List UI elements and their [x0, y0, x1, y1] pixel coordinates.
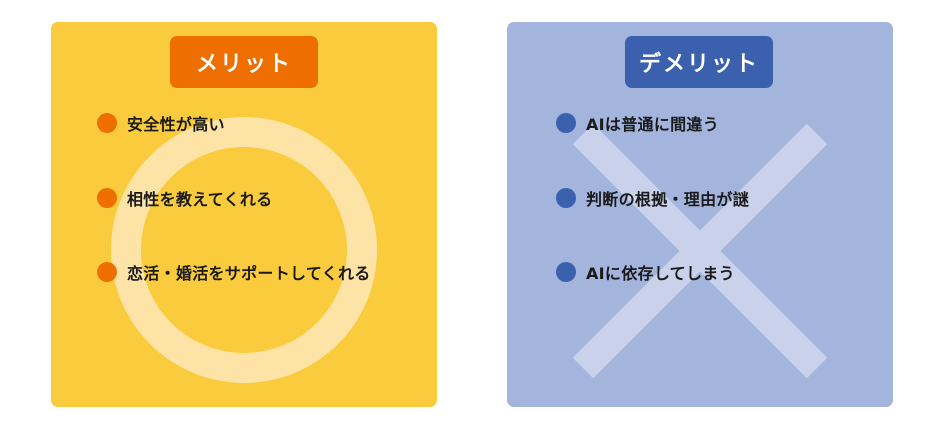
demerit-item-label: 判断の根拠・理由が謎: [586, 190, 750, 209]
bullet-dot-icon: [97, 113, 117, 133]
merit-list-item: 恋活・婚活をサポートしてくれる: [97, 260, 371, 284]
bullet-dot-icon: [556, 188, 576, 208]
merit-item-label: 恋活・婚活をサポートしてくれる: [127, 264, 371, 283]
merit-list-item: 安全性が高い: [97, 111, 225, 135]
merit-title-badge: メリット: [170, 36, 318, 88]
bullet-dot-icon: [97, 188, 117, 208]
circle-symbol-icon: [111, 117, 377, 383]
demerit-list-item: 判断の根拠・理由が謎: [556, 186, 749, 210]
merit-item-label: 安全性が高い: [127, 115, 225, 134]
merit-card: メリット 安全性が高い 相性を教えてくれる 恋活・婚活をサポートしてくれる: [51, 22, 437, 407]
bullet-dot-icon: [556, 113, 576, 133]
bullet-dot-icon: [556, 262, 576, 282]
bullet-dot-icon: [97, 262, 117, 282]
merit-item-label: 相性を教えてくれる: [127, 190, 273, 209]
cross-symbol-icon: [572, 123, 828, 379]
demerit-list-item: AIに依存してしまう: [556, 260, 735, 284]
demerit-list-item: AIは普通に間違う: [556, 111, 719, 135]
merit-list-item: 相性を教えてくれる: [97, 186, 272, 210]
demerit-card: デメリット AIは普通に間違う 判断の根拠・理由が謎 AIに依存してしまう: [507, 22, 893, 407]
demerit-item-label: AIは普通に間違う: [586, 115, 720, 134]
demerit-title-badge: デメリット: [625, 36, 773, 88]
demerit-item-label: AIに依存してしまう: [586, 264, 735, 283]
